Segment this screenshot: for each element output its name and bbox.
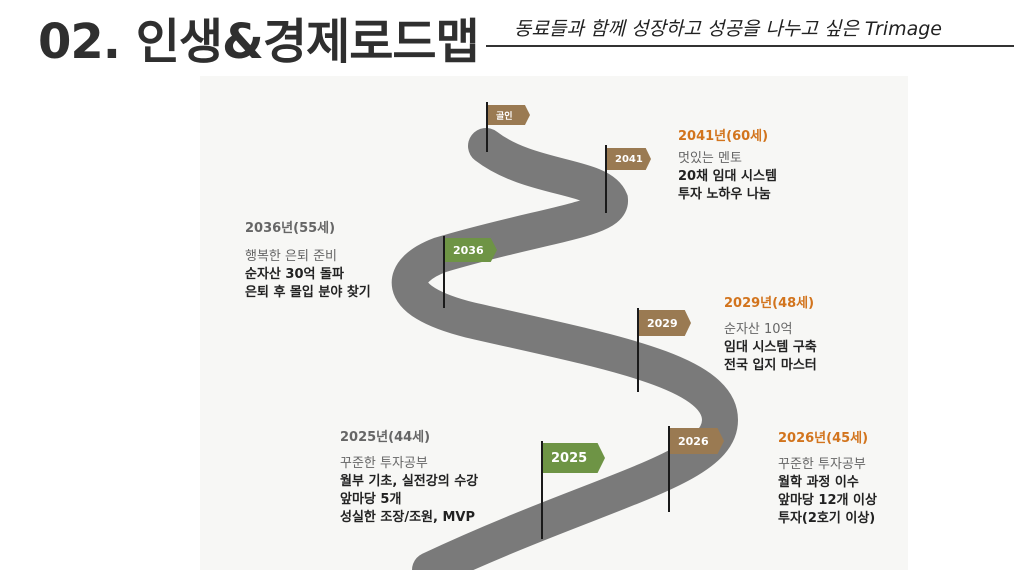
milestone-line: 임대 시스템 구축: [724, 340, 817, 355]
milestone-goal: 멋있는 멘토: [678, 151, 742, 166]
milestone-2026: 2026년(45세) 꾸준한 투자공부 월학 과정 이수 앞마당 12개 이상 …: [778, 430, 877, 528]
milestone-line: 은퇴 후 몰입 분야 찾기: [245, 285, 371, 300]
milestone-year: 2025년(44세): [340, 430, 431, 445]
flag-banner: 골인: [488, 105, 530, 125]
milestone-line: 성실한 조장/조원, MVP: [340, 510, 475, 525]
milestone-2029: 2029년(48세) 순자산 10억 임대 시스템 구축 전국 입지 마스터: [724, 295, 817, 375]
flag-banner: 2025: [543, 443, 605, 473]
flag-banner: 2026: [670, 428, 724, 454]
milestone-line: 투자(2호기 이상): [778, 511, 876, 526]
milestone-year: 2041년(60세): [678, 129, 769, 144]
milestone-line: 앞마당 5개: [340, 492, 402, 507]
winding-road: [391, 128, 739, 570]
milestone-year: 2026년(45세): [778, 431, 869, 446]
milestone-line: 전국 입지 마스터: [724, 358, 817, 373]
milestone-year: 2036년(55세): [245, 221, 336, 236]
milestone-year: 2029년(48세): [724, 296, 815, 311]
flag-banner: 2029: [639, 310, 691, 336]
milestone-line: 투자 노하우 나눔: [678, 187, 771, 202]
milestone-goal: 행복한 은퇴 준비: [245, 249, 337, 264]
flag-banner: 2041: [607, 148, 651, 170]
milestone-goal: 순자산 10억: [724, 322, 793, 337]
milestone-2041: 2041년(60세) 멋있는 멘토 20채 임대 시스템 투자 노하우 나눔: [678, 128, 777, 204]
flag-pole: [605, 145, 607, 213]
title-underline: [486, 45, 1014, 47]
flag-pole: [443, 236, 445, 308]
milestone-line: 월학 과정 이수: [778, 475, 859, 490]
milestone-line: 20채 임대 시스템: [678, 169, 777, 184]
flag-pole: [486, 102, 488, 152]
flag-pole: [637, 308, 639, 392]
milestone-line: 월부 기초, 실전강의 수강: [340, 474, 479, 489]
milestone-goal: 꾸준한 투자공부: [778, 457, 866, 472]
flag-banner: 2036: [445, 238, 497, 262]
flag-pole: [541, 441, 543, 539]
page-subtitle: 동료들과 함께 성장하고 성공을 나누고 싶은 Trimage: [514, 18, 943, 40]
flag-pole: [668, 426, 670, 512]
milestone-2025: 2025년(44세) 꾸준한 투자공부 월부 기초, 실전강의 수강 앞마당 5…: [340, 429, 478, 527]
milestone-goal: 꾸준한 투자공부: [340, 456, 428, 471]
page-title: 02. 인생&경제로드맵: [38, 14, 480, 70]
milestone-2036: 2036년(55세) 행복한 은퇴 준비 순자산 30억 돌파 은퇴 후 몰입 …: [245, 220, 371, 302]
milestone-line: 순자산 30억 돌파: [245, 267, 344, 282]
milestone-line: 앞마당 12개 이상: [778, 493, 877, 508]
